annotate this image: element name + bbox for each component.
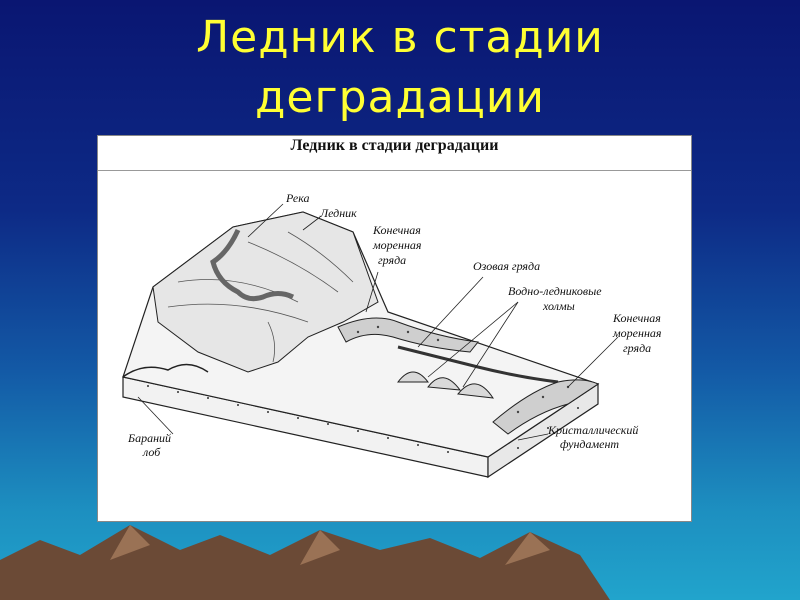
label-roche-line2: лоб: [142, 445, 161, 459]
mountain-silhouette: [0, 525, 610, 600]
basement-dots: [147, 385, 579, 453]
leader-lines: [137, 203, 619, 441]
kames-hills: [396, 371, 495, 399]
label-roche-line1: Бараний: [127, 431, 171, 445]
figure-header: Ледник в стадии деградации: [98, 136, 691, 171]
figure-panel: Ледник в стадии деградации: [97, 135, 692, 522]
terminal-moraine-2: [492, 379, 600, 435]
terminal-moraine-1: [337, 317, 479, 353]
slide-title-line-1: Ледник в стадии: [196, 12, 604, 63]
figure-body: Река Ледник Конечная моренная гряда Озов…: [98, 172, 691, 521]
roche-moutonnee: [122, 363, 209, 378]
label-terminal-moraine-1-line2: моренная: [372, 238, 422, 252]
label-basement-line2: фундамент: [560, 437, 619, 451]
label-terminal-moraine-2-line1: Конечная: [612, 311, 661, 325]
mountain-highlights: [110, 525, 550, 565]
moraine-gravel: [356, 325, 570, 414]
label-glacier: Ледник: [319, 206, 357, 220]
label-terminal-moraine-2-line3: гряда: [623, 341, 651, 355]
slide-title-line-2: деградации: [254, 72, 546, 123]
river: [210, 228, 295, 302]
esker-ridge: [397, 345, 559, 384]
label-terminal-moraine-1-line1: Конечная: [372, 223, 421, 237]
label-terminal-moraine-2-line2: моренная: [612, 326, 662, 340]
label-river: Река: [285, 191, 310, 205]
label-terminal-moraine-1-line3: гряда: [378, 253, 406, 267]
slide-title: Ледник в стадии деградации: [0, 8, 800, 128]
label-kames-line1: Водно-ледниковые: [508, 284, 602, 298]
label-esker: Озовая гряда: [473, 259, 540, 273]
label-basement-line1: Кристаллический: [547, 423, 638, 437]
label-kames-line2: холмы: [542, 299, 575, 313]
glacier-body: [152, 211, 379, 373]
glacier-degradation-diagram: Река Ледник Конечная моренная гряда Озов…: [122, 191, 662, 479]
